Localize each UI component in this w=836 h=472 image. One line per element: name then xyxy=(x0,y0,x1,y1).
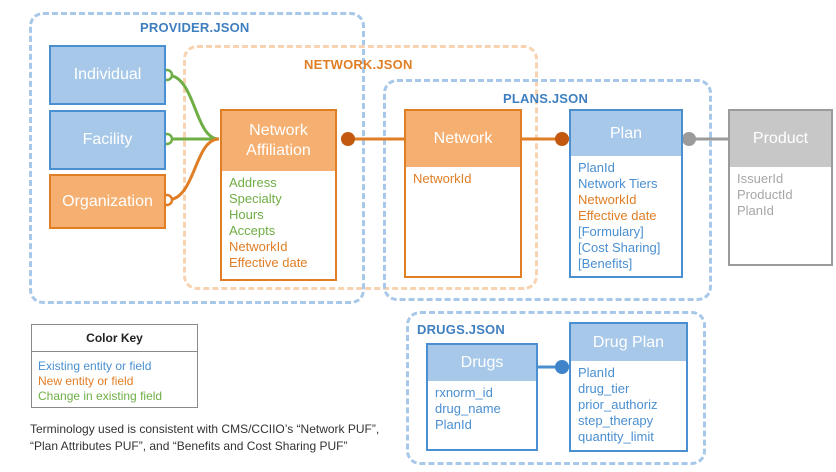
network-affiliation-entity[interactable]: Network Affiliation Address Specialty Ho… xyxy=(220,109,337,281)
network-affiliation-title: Network Affiliation xyxy=(222,111,335,171)
product-title: Product xyxy=(730,111,831,167)
network-entity[interactable]: Network NetworkId xyxy=(404,109,522,278)
plan-fields: PlanId Network Tiers NetworkId Effective… xyxy=(571,156,681,272)
drugs-entity[interactable]: Drugs rxnorm_id drug_name PlanId xyxy=(426,343,538,451)
organization-entity[interactable]: Organization xyxy=(49,174,166,229)
provider-json-label: PROVIDER.JSON xyxy=(140,20,250,35)
field-planid: PlanId xyxy=(578,160,615,175)
field-formulary: [Formulary] xyxy=(578,224,644,239)
affiliation-network-connector xyxy=(341,132,355,146)
drugs-json-label: DRUGS.JSON xyxy=(417,322,505,337)
field-productid: ProductId xyxy=(737,187,793,202)
field-rxnorm-id: rxnorm_id xyxy=(435,385,493,400)
individual-affiliation-link xyxy=(166,73,220,141)
color-key-title: Color Key xyxy=(32,325,197,352)
plans-json-group xyxy=(383,79,712,301)
key-change: Change in existing field xyxy=(38,389,163,403)
plan-product-connector xyxy=(682,132,696,146)
drug-plan-entity[interactable]: Drug Plan PlanId drug_tier prior_authori… xyxy=(569,322,688,452)
organization-affiliation-link xyxy=(166,137,220,202)
field-network-tiers: Network Tiers xyxy=(578,176,658,191)
field-networkid: NetworkId xyxy=(413,171,472,186)
plan-title: Plan xyxy=(571,111,681,156)
field-networkid: NetworkId xyxy=(229,239,288,254)
facility-title: Facility xyxy=(82,131,133,148)
network-affiliation-fields: Address Specialty Hours Accepts NetworkI… xyxy=(222,171,335,271)
terminology-note: Terminology used is consistent with CMS/… xyxy=(30,421,410,455)
drugs-json-group xyxy=(406,311,706,465)
field-hours: Hours xyxy=(229,207,264,222)
product-entity[interactable]: Product IssuerId ProductId PlanId xyxy=(728,109,833,266)
individual-title: Individual xyxy=(73,66,142,83)
drugs-fields: rxnorm_id drug_name PlanId xyxy=(428,381,536,433)
field-prior-authoriz: prior_authoriz xyxy=(578,397,658,412)
field-drug-name: drug_name xyxy=(435,401,501,416)
field-drug-tier: drug_tier xyxy=(578,381,630,396)
field-benefits: [Benefits] xyxy=(578,256,633,271)
field-quantity-limit: quantity_limit xyxy=(578,429,654,444)
field-step-therapy: step_therapy xyxy=(578,413,654,428)
facility-entity[interactable]: Facility xyxy=(49,110,166,170)
organization-title: Organization xyxy=(62,192,153,210)
network-fields: NetworkId xyxy=(406,167,520,187)
field-planid: PlanId xyxy=(578,365,615,380)
plans-json-label: PLANS.JSON xyxy=(503,91,589,106)
field-address: Address xyxy=(229,175,277,190)
provider-json-group xyxy=(29,12,365,304)
drugs-title: Drugs xyxy=(428,345,536,381)
field-effective-date: Effective date xyxy=(578,208,657,223)
network-title: Network xyxy=(406,111,520,167)
key-existing: Existing entity or field xyxy=(38,359,152,373)
color-key: Color Key Existing entity or field New e… xyxy=(31,324,198,408)
drug-plan-fields: PlanId drug_tier prior_authoriz step_the… xyxy=(571,361,686,445)
field-effective-date: Effective date xyxy=(229,255,308,270)
field-networkid: NetworkId xyxy=(578,192,637,207)
field-planid: PlanId xyxy=(435,417,472,432)
individual-entity[interactable]: Individual xyxy=(49,45,166,105)
drugs-drugplan-connector xyxy=(555,360,569,374)
field-cost-sharing: [Cost Sharing] xyxy=(578,240,661,255)
field-planid: PlanId xyxy=(737,203,774,218)
network-json-label: NETWORK.JSON xyxy=(304,57,413,72)
key-new: New entity or field xyxy=(38,374,134,388)
note-line-1: Terminology used is consistent with CMS/… xyxy=(30,422,380,436)
plan-entity[interactable]: Plan PlanId Network Tiers NetworkId Effe… xyxy=(569,109,683,278)
field-specialty: Specialty xyxy=(229,191,282,206)
product-fields: IssuerId ProductId PlanId xyxy=(730,167,831,219)
note-line-2: “Plan Attributes PUF”, and “Benefits and… xyxy=(30,439,348,453)
network-json-group xyxy=(183,45,538,290)
network-plan-connector xyxy=(555,132,569,146)
field-issuerid: IssuerId xyxy=(737,171,784,186)
drug-plan-title: Drug Plan xyxy=(571,324,686,361)
field-accepts: Accepts xyxy=(229,223,276,238)
